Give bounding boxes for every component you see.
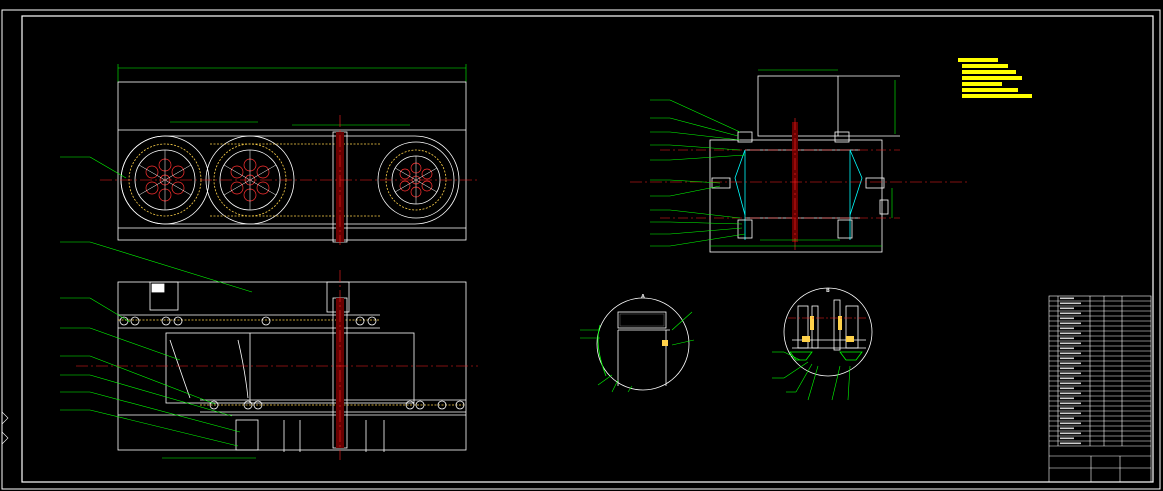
title-block-cell-text [1060,322,1081,325]
title-block-cell-text [1060,347,1074,350]
title-block-cell-text [1060,352,1081,355]
title-block-cell-text [1060,302,1081,305]
title-block-cell-text [1060,367,1074,370]
front-view [60,64,478,245]
title-block-cell-text [1060,372,1081,375]
sheet-inner-border [21,15,1154,483]
detail-a: A [580,294,695,393]
title-block-cell-text [1060,362,1081,365]
detail-b-label: B [826,288,830,294]
title-block-cell-text [1060,412,1081,415]
plan-view [60,241,478,460]
detail-a-label: A [641,294,645,300]
title-block [1048,295,1152,483]
title-block-cell-text [1060,442,1081,445]
side-view [630,58,1032,253]
title-block-cell-text [1060,387,1074,390]
title-block-cell-text [1060,377,1074,380]
title-block-cell-text [1060,342,1081,345]
detail-b: B [772,287,873,401]
title-block-cell-text [1060,382,1081,385]
title-block-cell-text [1060,312,1081,315]
title-block-cell-text [1060,397,1074,400]
title-block-cell-text [1060,392,1081,395]
sheet-outer-border [1,9,1161,490]
title-block-cell-text [1060,437,1074,440]
title-block-cell-text [1060,432,1081,435]
title-block-cell-text [1060,357,1074,360]
title-block-cell-text [1060,297,1074,300]
title-block-cell-text [1060,317,1074,320]
title-block-cell-text [1060,307,1074,310]
title-block-cell-text [1060,332,1081,335]
title-block-cell-text [1060,427,1074,430]
title-block-cell-text [1060,327,1074,330]
sheet-mark [1,411,9,445]
note-block [958,58,1032,98]
title-block-cell-text [1060,417,1074,420]
title-block-cell-text [1060,422,1081,425]
title-block-cell-text [1060,407,1074,410]
title-block-cell-text [1060,337,1074,340]
title-block-cell-text [1060,402,1081,405]
